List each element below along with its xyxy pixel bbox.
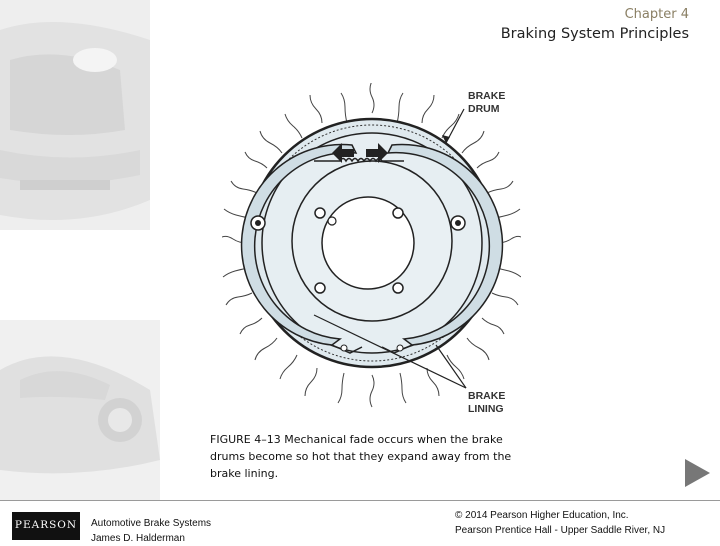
expansion-arrow-right bbox=[366, 143, 388, 163]
return-spring bbox=[314, 157, 404, 163]
slide-title: Braking System Principles bbox=[500, 26, 689, 42]
footer-book-title: Automotive Brake Systems bbox=[91, 518, 212, 529]
footer-copyright: © 2014 Pearson Higher Education, Inc. bbox=[455, 510, 629, 521]
label-brake-drum-2: DRUM bbox=[468, 103, 500, 115]
footer-author: James D. Halderman bbox=[91, 533, 185, 544]
footer-imprint: Pearson Prentice Hall - Upper Saddle Riv… bbox=[455, 525, 666, 536]
play-triangle-icon bbox=[685, 459, 710, 487]
label-brake-lining-2: LINING bbox=[468, 403, 504, 415]
pearson-logo: PEARSON bbox=[12, 512, 80, 540]
footer-book-info: Automotive Brake Systems James D. Halder… bbox=[91, 516, 211, 546]
next-slide-button[interactable] bbox=[683, 458, 711, 488]
figure-caption: FIGURE 4–13 Mechanical fade occurs when … bbox=[210, 433, 512, 480]
footer-divider bbox=[0, 500, 720, 501]
brake-drum-figure: BRAKE DRUM BRAKE LINING bbox=[222, 83, 521, 419]
brake-shoe-right bbox=[386, 143, 504, 346]
label-brake-lining-1: BRAKE bbox=[468, 390, 505, 402]
heat-wave-lines bbox=[222, 83, 521, 408]
logo-text: PEARSON bbox=[14, 519, 78, 531]
background-car-images bbox=[0, 0, 180, 500]
footer-copyright-info: © 2014 Pearson Higher Education, Inc. Pe… bbox=[455, 508, 665, 538]
brake-shoe-left bbox=[240, 143, 358, 346]
label-brake-drum-1: BRAKE bbox=[468, 90, 505, 102]
center-hole bbox=[321, 196, 415, 290]
chapter-label: Chapter 4 bbox=[624, 7, 689, 22]
expansion-arrow-left bbox=[332, 143, 354, 163]
